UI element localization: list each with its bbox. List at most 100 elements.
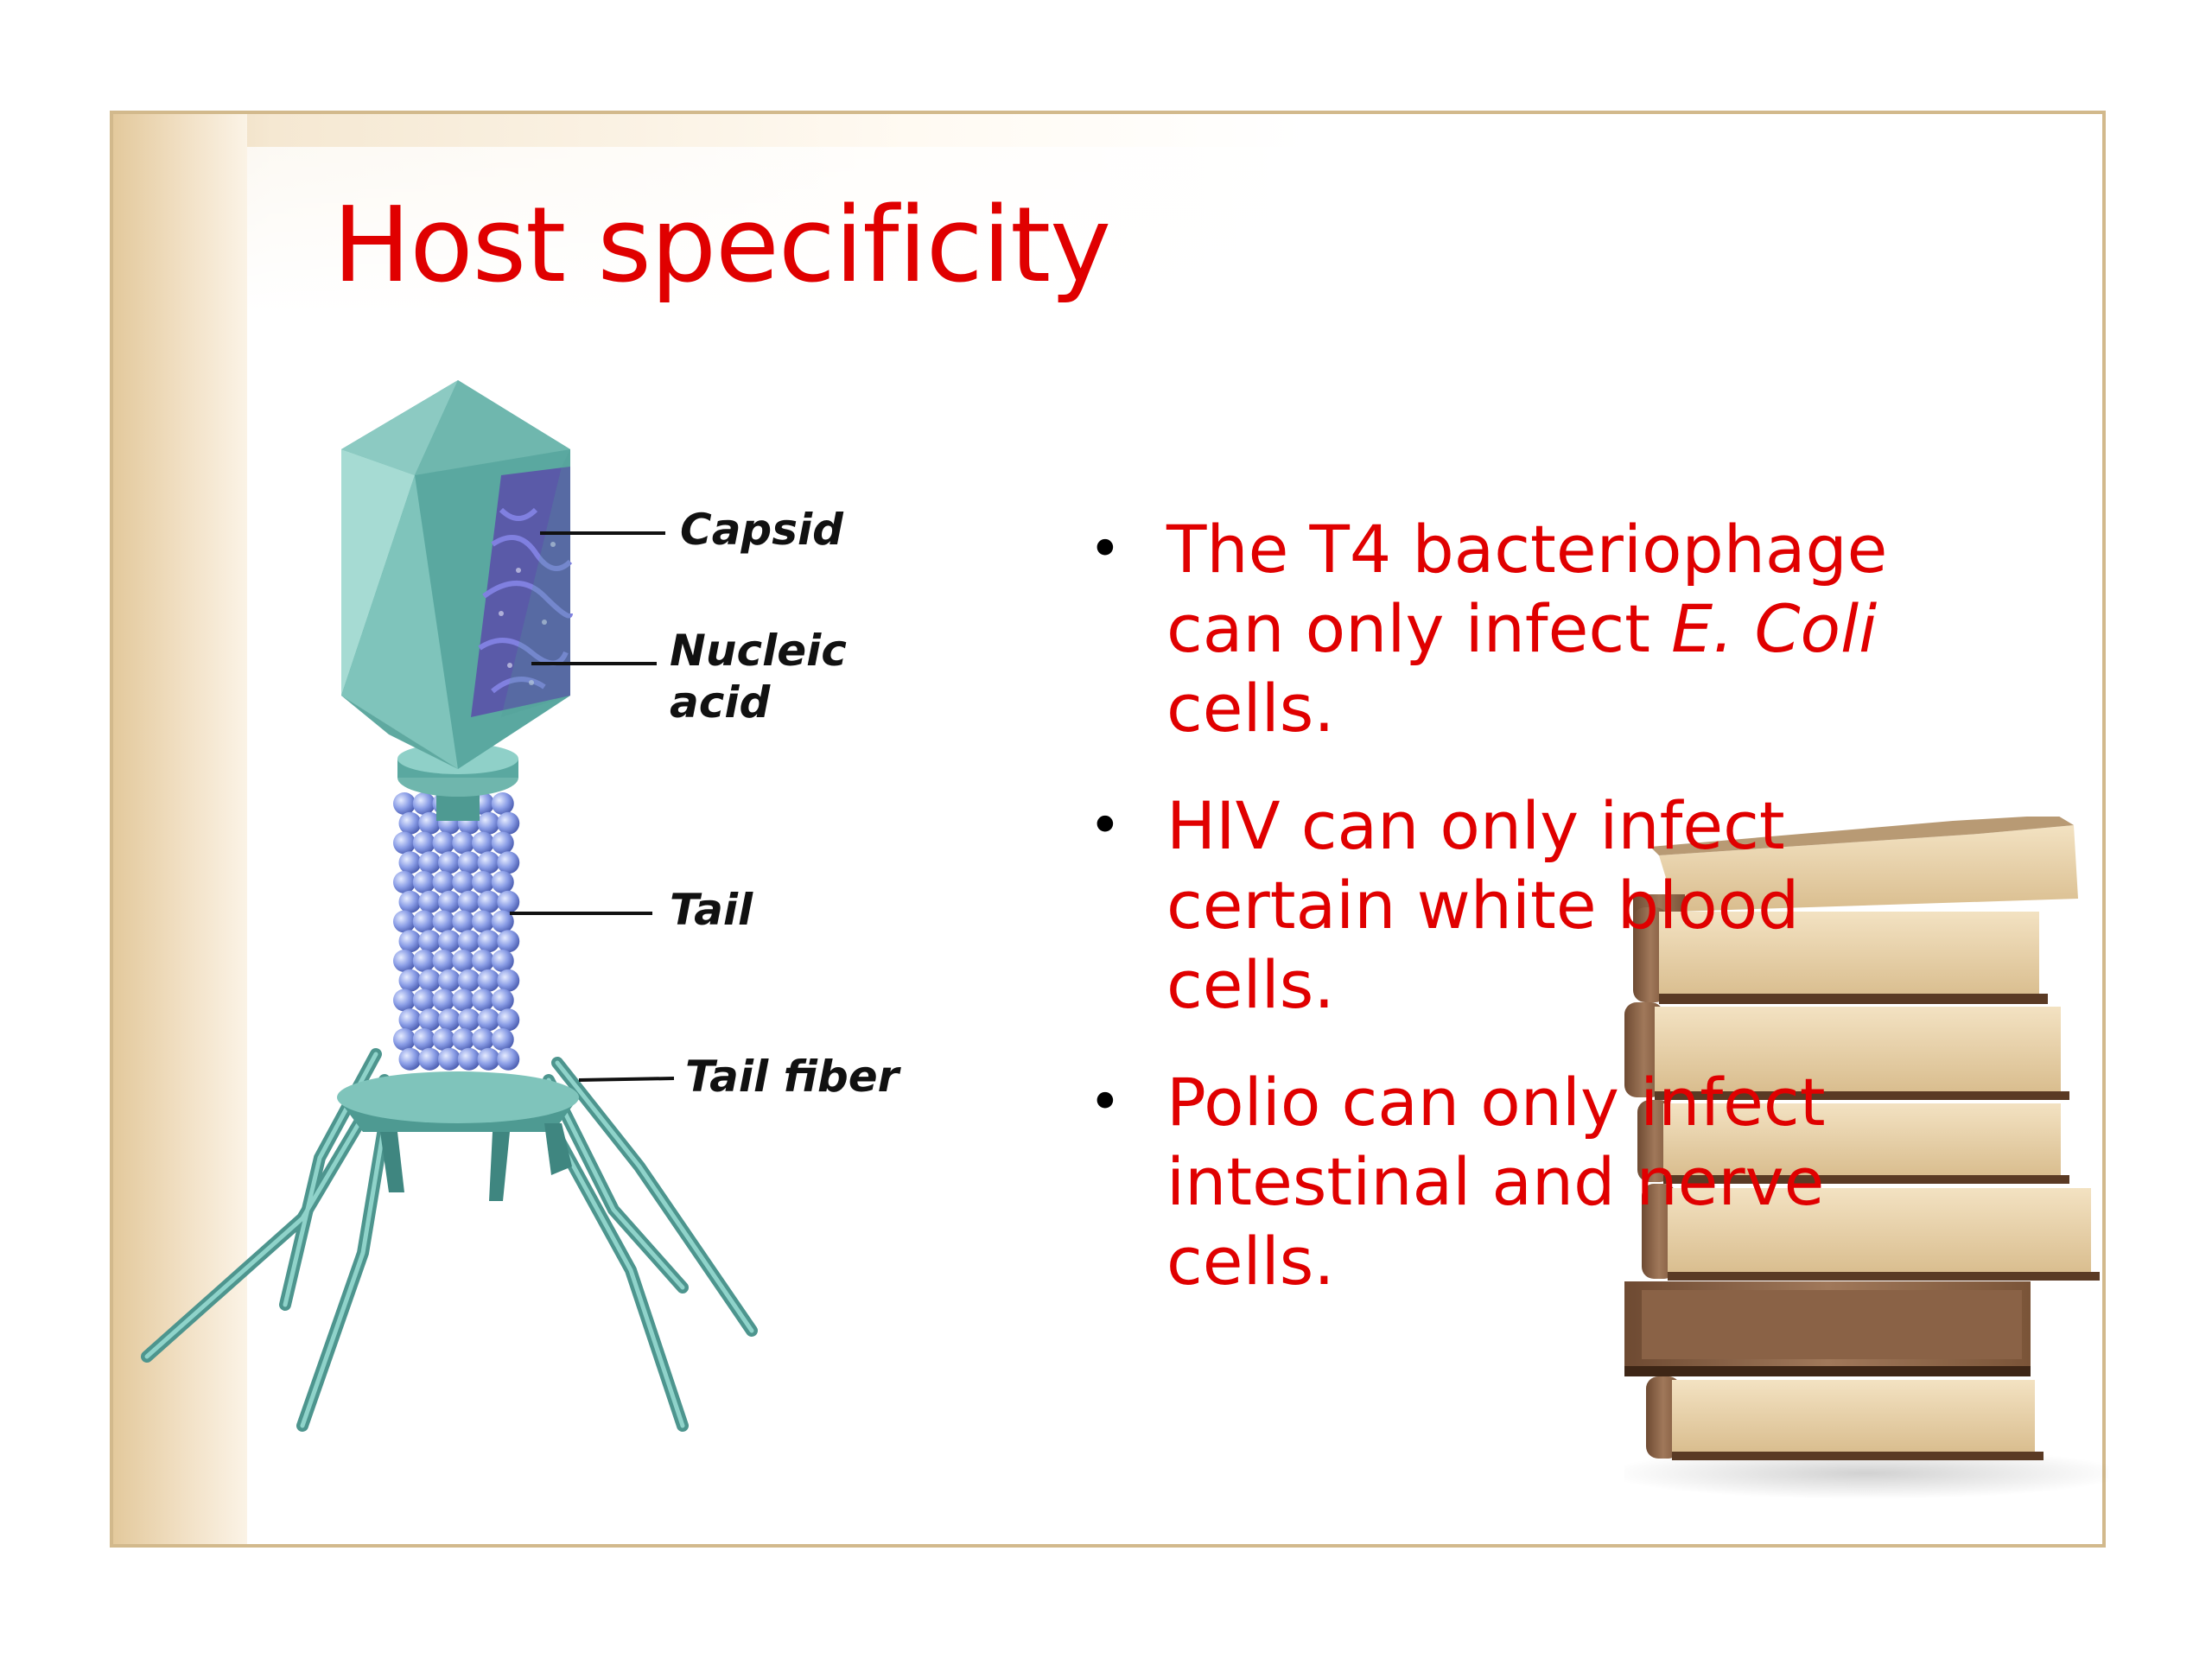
bullet-dot-icon: • — [1089, 1071, 1122, 1135]
tail-bead — [472, 871, 494, 893]
bullet-item-t4: • The T4 bacteriophage can only infect E… — [1080, 510, 2031, 748]
tail-bead — [418, 930, 442, 953]
tail-bead — [472, 988, 494, 1012]
tail-bead — [418, 890, 442, 913]
capsid-label: Capsid — [680, 505, 844, 555]
tail-bead — [477, 851, 500, 874]
tail-bead — [432, 871, 455, 893]
tail-bead — [398, 811, 422, 835]
tail-bead — [457, 969, 480, 992]
bullet-text: cells. — [1166, 670, 1335, 747]
tail-bead — [472, 831, 494, 855]
tail-bead — [412, 950, 435, 972]
tail-bead — [393, 988, 416, 1012]
bullet-text: The T4 bacteriophage — [1166, 511, 1888, 588]
tail-bead — [452, 831, 475, 855]
tail-bead — [452, 988, 475, 1012]
bullet-text: can only infect — [1166, 590, 1672, 667]
tail-bead — [398, 930, 422, 953]
book-7 — [1646, 1376, 2044, 1460]
tail-bead — [412, 831, 435, 855]
tail-bead — [393, 1028, 416, 1051]
tail-bead — [497, 1047, 520, 1071]
tail-bead — [398, 969, 422, 992]
tail-bead — [398, 1008, 422, 1032]
tail-bead — [393, 871, 416, 893]
tail-bead — [457, 1047, 480, 1071]
tail-bead — [472, 910, 494, 933]
tail-bead — [491, 871, 514, 893]
tail-bead — [432, 910, 455, 933]
bullet-text: intestinal and nerve — [1166, 1143, 1825, 1220]
tail-bead — [418, 969, 442, 992]
bullet-list: • The T4 bacteriophage can only infect E… — [1080, 510, 2031, 1339]
slide-title: Host specificity — [333, 186, 1111, 306]
bullet-text: Polio can only infect — [1166, 1064, 1826, 1141]
tail-bead — [438, 930, 461, 953]
tail-bead — [418, 1047, 442, 1071]
bullet-text: cells. — [1166, 946, 1335, 1023]
tail-bead — [497, 890, 520, 913]
tail-bead — [418, 1008, 442, 1032]
frame-shadow — [113, 114, 247, 1544]
tail-bead — [497, 969, 520, 992]
tail-bead — [412, 988, 435, 1012]
bullet-italic-text: E. Coli — [1671, 590, 1878, 667]
tail-bead — [438, 890, 461, 913]
tail-bead — [457, 851, 480, 874]
tail-bead — [497, 851, 520, 874]
tail-bead — [472, 1028, 494, 1051]
tail-bead — [393, 950, 416, 972]
tail-bead — [457, 930, 480, 953]
tail-bead — [418, 811, 442, 835]
tail-bead — [432, 1028, 455, 1051]
tail-bead — [491, 950, 514, 972]
tail-bead — [497, 1008, 520, 1032]
tail-bead — [438, 1008, 461, 1032]
tail-bead — [418, 851, 442, 874]
book-4 — [1637, 1100, 2069, 1184]
bullet-text: certain white blood — [1166, 867, 1800, 944]
book-5 — [1642, 1184, 2100, 1281]
bullet-item-hiv: • HIV can only infect certain white bloo… — [1080, 786, 2031, 1025]
tail-bead — [398, 890, 422, 913]
tail-bead — [452, 1028, 475, 1051]
tail-label: Tail — [670, 885, 753, 935]
tail-bead — [452, 871, 475, 893]
bullet-dot-icon: • — [1089, 794, 1122, 858]
nucleic-acid-label-line2: acid — [670, 677, 772, 728]
tail-sheath — [393, 792, 520, 1071]
nucleic-acid-label-line1: Nucleic — [670, 626, 847, 676]
tail-bead — [412, 910, 435, 933]
tail-bead — [412, 792, 435, 815]
tail-bead — [452, 910, 475, 933]
tail-bead — [477, 811, 500, 835]
tail-bead — [412, 1028, 435, 1051]
tail-bead — [491, 988, 514, 1012]
tail-bead — [432, 950, 455, 972]
tail-bead — [393, 831, 416, 855]
tail-bead — [477, 969, 500, 992]
book-2 — [1633, 907, 2048, 1004]
tail-bead — [438, 1047, 461, 1071]
bullet-dot-icon: • — [1089, 518, 1122, 582]
base-plate — [337, 1071, 579, 1201]
bullet-text: cells. — [1166, 1223, 1335, 1300]
tail-bead — [452, 950, 475, 972]
tail-bead — [412, 871, 435, 893]
tail-bead — [398, 1047, 422, 1071]
capsid-head — [341, 380, 573, 769]
tail-bead — [491, 910, 514, 933]
book-stack-image — [1624, 817, 2108, 1499]
book-6 — [1624, 1281, 2031, 1376]
tail-bead — [477, 890, 500, 913]
tail-bead — [477, 1008, 500, 1032]
tail-bead — [393, 792, 416, 815]
tail-bead — [393, 910, 416, 933]
book-3 — [1624, 1002, 2069, 1100]
tail-bead — [491, 1028, 514, 1051]
tail-bead — [491, 831, 514, 855]
tail-bead — [398, 851, 422, 874]
tail-bead — [477, 930, 500, 953]
tail-bead — [472, 950, 494, 972]
